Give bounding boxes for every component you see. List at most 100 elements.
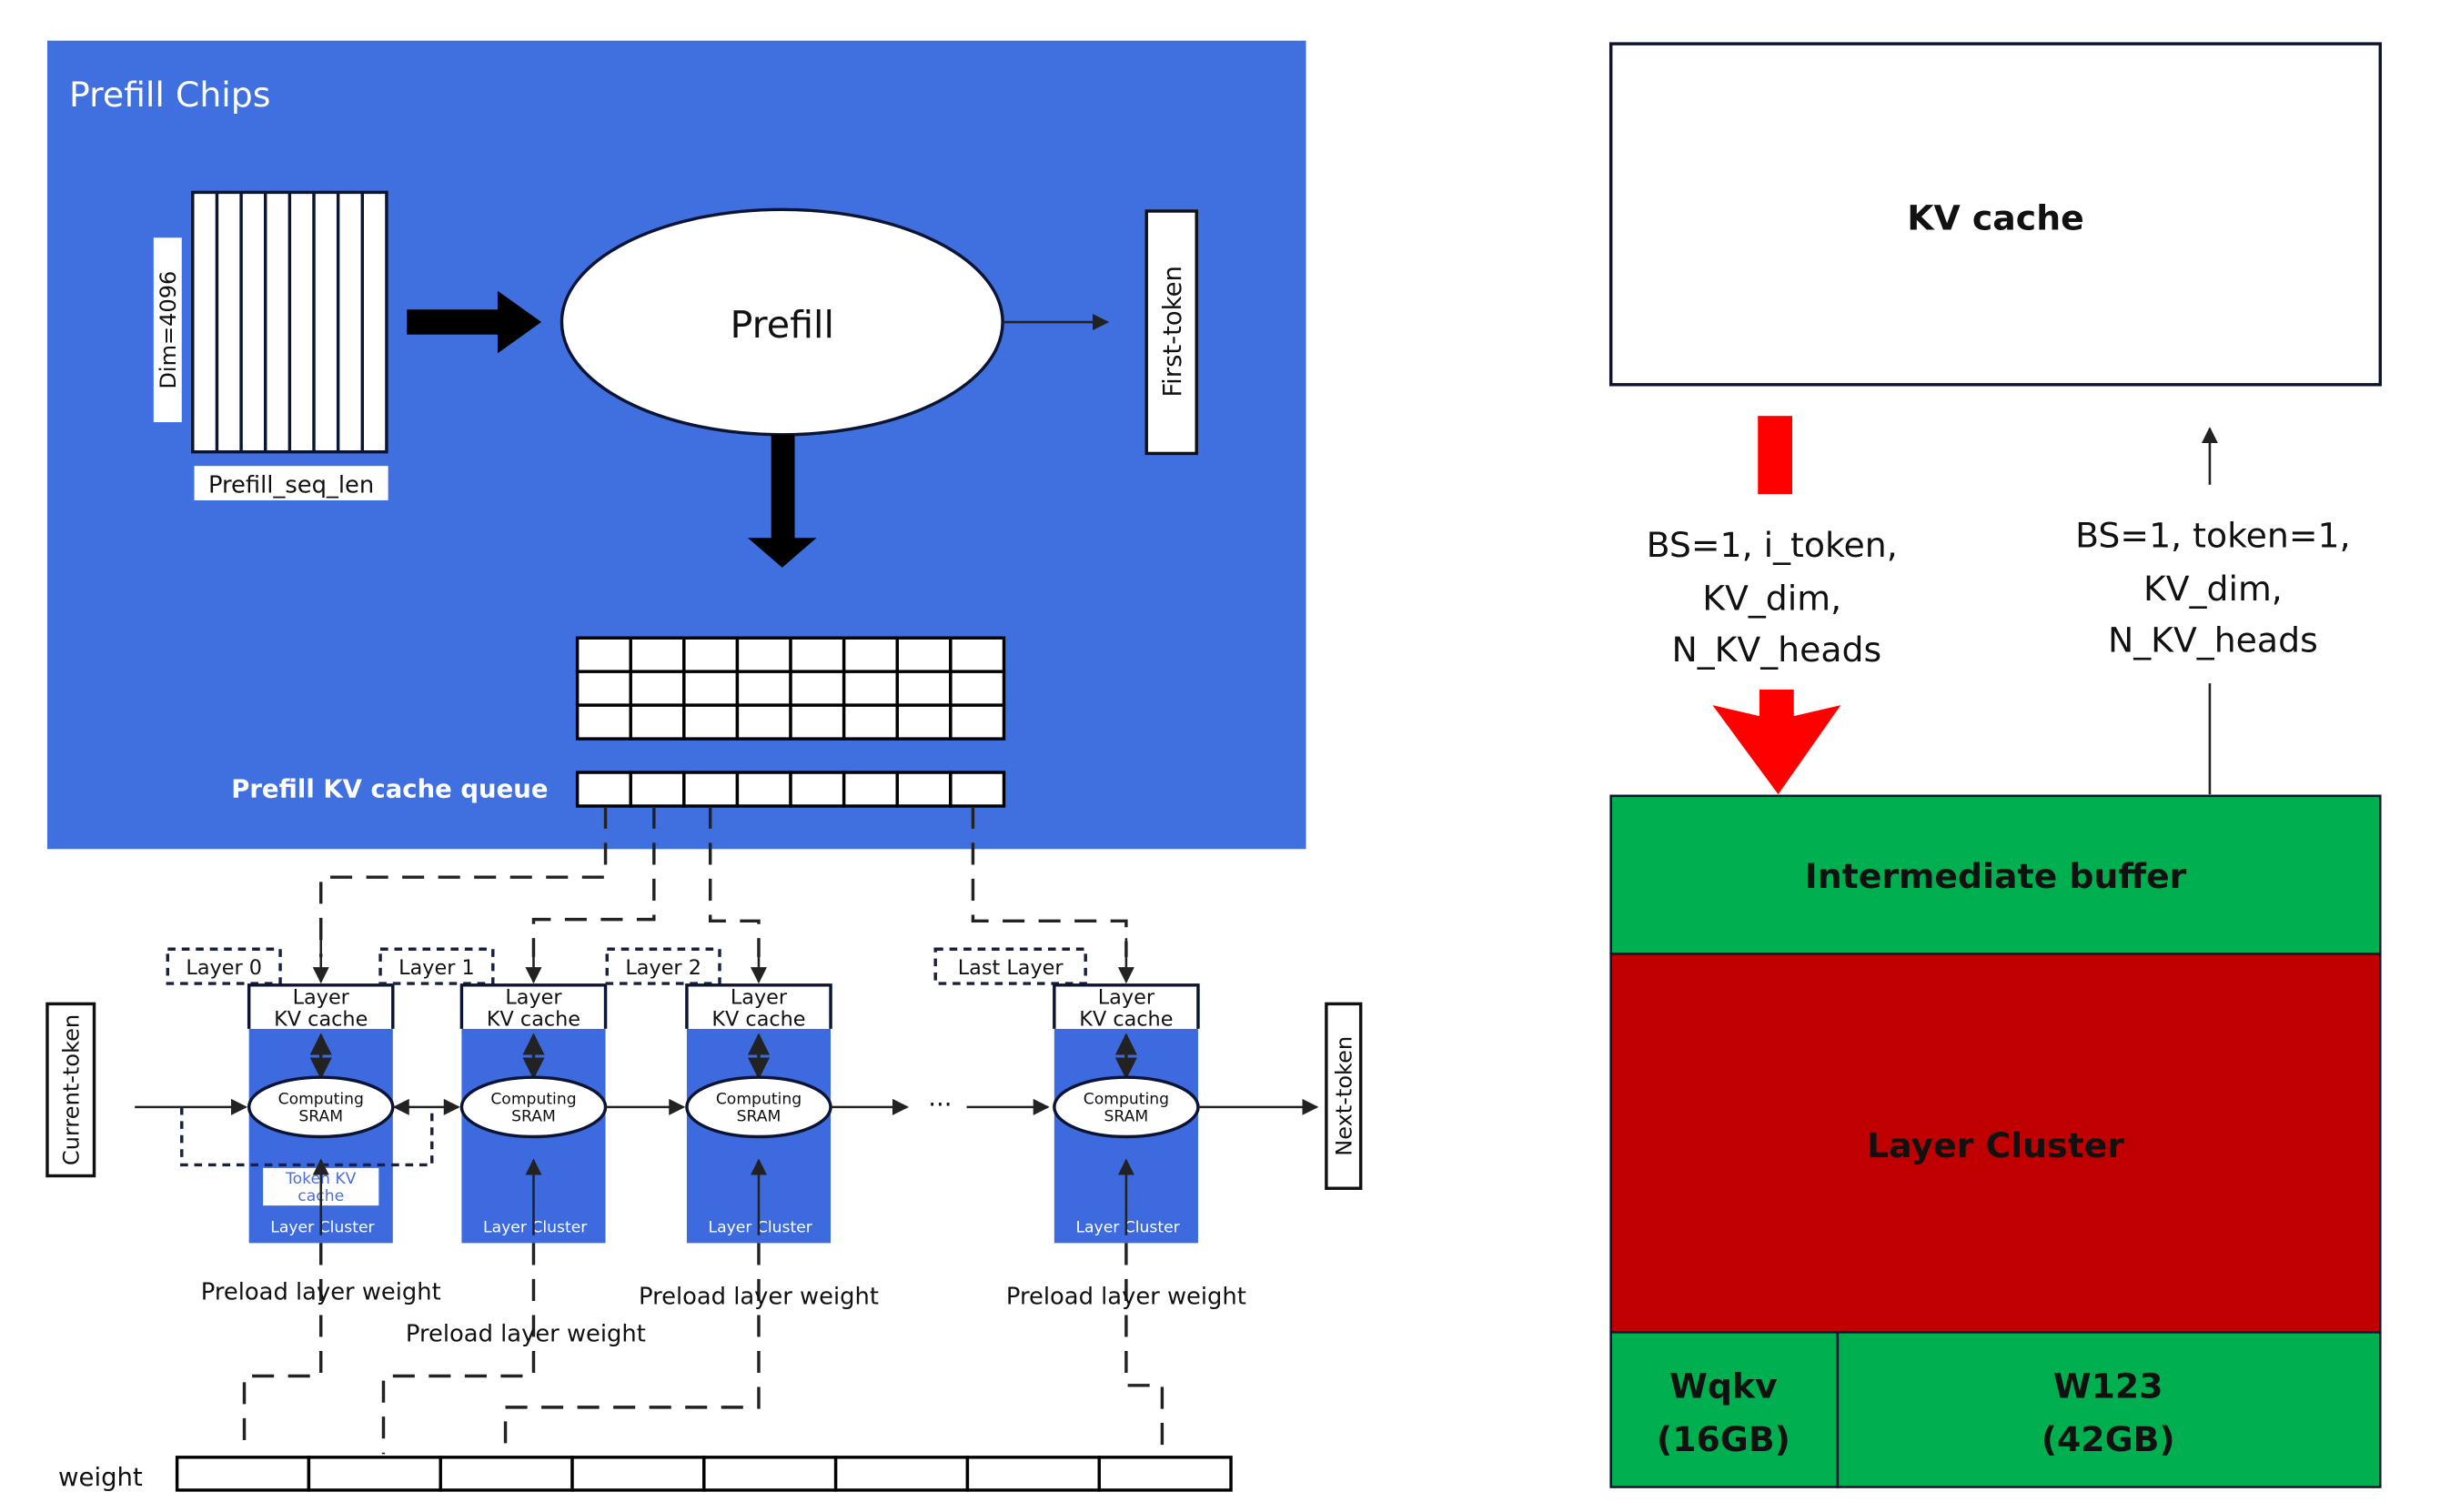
prefill-chips-title: Prefill Chips xyxy=(69,75,270,115)
w123-name: W123 xyxy=(2053,1366,2163,1406)
big-right-arrow-icon xyxy=(407,290,542,354)
preload-path-0 xyxy=(242,1243,323,1455)
weight-cell xyxy=(1097,1456,1233,1492)
token-kv-feedback-loop xyxy=(180,1106,434,1167)
kv-grid-cell xyxy=(735,636,792,673)
write-label-line1: BS=1, i_token, xyxy=(1647,525,1898,565)
kv-cache-label: KV cache xyxy=(1907,198,2084,238)
kv-grid-cell xyxy=(949,636,1006,673)
kv-grid-cell xyxy=(575,670,632,707)
red-write-arrow-icon xyxy=(1712,689,1841,795)
kv-grid-cell xyxy=(575,636,632,673)
layer-kv-label-line2: KV cache xyxy=(487,1007,580,1031)
weight-cell xyxy=(175,1456,311,1492)
weight-label: weight xyxy=(58,1463,143,1492)
kv-grid-cell xyxy=(895,636,953,673)
layer-tag-box xyxy=(166,947,282,985)
connector-last-layer xyxy=(971,806,1128,957)
layer-cluster-label: Layer Cluster xyxy=(709,1218,813,1236)
layer-tag-label: Layer 1 xyxy=(398,956,475,980)
kv-grid-cell xyxy=(842,703,899,741)
layer-kv-cache-box xyxy=(685,983,832,1029)
sram-label-line2: SRAM xyxy=(1104,1107,1149,1125)
weight-cell xyxy=(307,1456,442,1492)
layer-cluster-label: Layer Cluster xyxy=(270,1218,375,1236)
kv-queue-cell xyxy=(842,771,899,808)
preload-path-1 xyxy=(381,1243,536,1455)
write-label-line2: KV_dim, xyxy=(1702,578,1841,618)
layer-kv-cache-box xyxy=(247,983,395,1029)
sram-label-line1: Computing xyxy=(490,1090,576,1108)
prefill-kv-grid xyxy=(575,636,1006,741)
weight-cell xyxy=(702,1456,838,1492)
prefill-node-label: Prefill xyxy=(731,303,834,347)
read-label-line2: KV_dim, xyxy=(2143,569,2283,609)
sram-label-line2: SRAM xyxy=(511,1107,556,1125)
weight-cell xyxy=(833,1456,970,1492)
layer-kv-label-line2: KV cache xyxy=(711,1007,805,1031)
layer-tag-box xyxy=(378,947,495,985)
prefill-kv-queue xyxy=(575,771,1006,808)
sram-label-line1: Computing xyxy=(1084,1090,1169,1108)
current-token-box xyxy=(45,1002,96,1178)
layer-cluster-label: Layer Cluster xyxy=(483,1218,588,1236)
sram-label-line1: Computing xyxy=(716,1090,802,1108)
kv-grid-cell xyxy=(629,703,686,741)
memory-layout: KV cache BS=1, i_token, KV_dim, N_KV_hea… xyxy=(1608,42,2383,1488)
wqkv-name: Wqkv xyxy=(1669,1366,1778,1406)
kv-grid-cell xyxy=(789,703,846,741)
kv-grid-cell xyxy=(895,703,953,741)
next-token-box xyxy=(1325,1002,1363,1190)
big-down-arrow-icon xyxy=(747,434,817,568)
weight-array xyxy=(175,1456,1233,1492)
kv-grid-cell xyxy=(895,670,953,707)
kv-grid-cell xyxy=(575,703,632,741)
kv-grid-cell xyxy=(842,670,899,707)
layer-kv-cache-box xyxy=(459,983,608,1029)
layer-cluster-label: Layer Cluster xyxy=(1075,1218,1180,1236)
intermediate-buffer-block xyxy=(1609,794,2382,955)
weight-preload: Preload layer weight Preload layer weigh… xyxy=(58,1158,1246,1492)
next-token-label: Next-token xyxy=(1331,1036,1356,1156)
kv-grid-cell xyxy=(949,703,1006,741)
kv-grid-cell xyxy=(789,636,846,673)
layer-tag-box xyxy=(933,947,1087,985)
w123-block xyxy=(1836,1331,2382,1488)
preload-label-1: Preload layer weight xyxy=(406,1321,646,1348)
sram-label-line1: Computing xyxy=(278,1090,364,1108)
preload-label-last: Preload layer weight xyxy=(1006,1283,1246,1310)
queue-connectors xyxy=(312,806,1134,984)
kv-grid-cell xyxy=(682,636,740,673)
sram-label-line2: SRAM xyxy=(298,1107,343,1125)
weight-cell xyxy=(570,1456,706,1492)
kv-queue-cell xyxy=(629,771,686,808)
layer-cluster-block xyxy=(1609,953,2382,1334)
kv-grid-cell xyxy=(789,670,846,707)
sram-label-line2: SRAM xyxy=(737,1107,781,1125)
first-token-label: First-token xyxy=(1158,266,1187,398)
prefill-kv-queue-label: Prefill KV cache queue xyxy=(231,775,548,804)
w123-size: (42GB) xyxy=(2042,1419,2175,1459)
kv-grid-cell xyxy=(629,636,686,673)
current-token-label: Current-token xyxy=(58,1014,84,1165)
kv-grid-cell xyxy=(842,636,899,673)
layer-tag-label: Last Layer xyxy=(958,956,1064,980)
first-token-box xyxy=(1144,209,1198,456)
layer-cluster-label: Layer Cluster xyxy=(1867,1125,2124,1165)
preload-label-2: Preload layer weight xyxy=(639,1283,879,1310)
ellipsis: ··· xyxy=(928,1091,952,1120)
layer-kv-label-line1: Layer xyxy=(505,985,562,1009)
kv-grid-cell xyxy=(682,703,740,741)
weight-cell xyxy=(439,1456,574,1492)
layer-tag-label: Layer 2 xyxy=(625,956,701,980)
kv-grid-cell xyxy=(949,670,1006,707)
wqkv-block xyxy=(1609,1331,1840,1488)
write-label-line3: N_KV_heads xyxy=(1671,630,1881,670)
layer-kv-cache-box xyxy=(1053,983,1200,1029)
kv-grid-cell xyxy=(735,670,792,707)
